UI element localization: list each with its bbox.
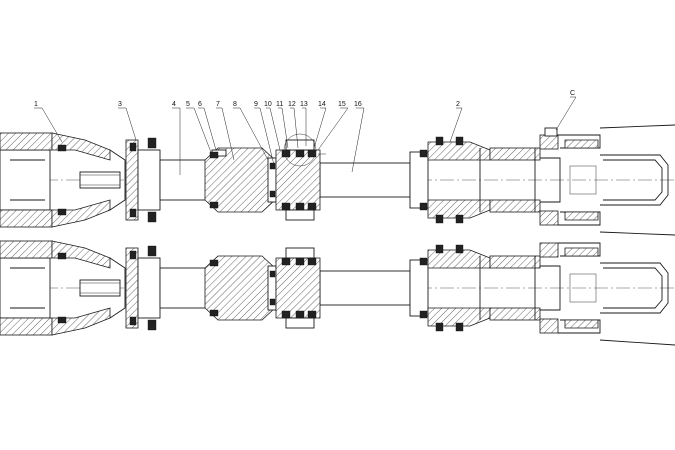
- callout-6: 6: [198, 101, 202, 108]
- callout-2: 2: [456, 101, 460, 108]
- sleeve-assembly-lower: [409, 244, 541, 332]
- detail-circle: [283, 133, 317, 167]
- right-roll-end-upper: [539, 124, 675, 236]
- coupling-block-upper: [275, 133, 326, 221]
- lower-shaft-assembly: [0, 240, 675, 346]
- callout-1: 1: [34, 101, 38, 108]
- sleeve-assembly-upper: [409, 136, 541, 224]
- right-roll-end-lower: [539, 242, 675, 346]
- callout-labels: 1 3 4 5 6 7 8 9 10 11 12 13 14 15 16 2 C: [34, 90, 575, 108]
- bearing-housing-upper: [204, 147, 277, 213]
- callout-11: 11: [276, 101, 283, 108]
- callout-5: 5: [186, 101, 190, 108]
- main-shaft-upper: [159, 157, 561, 203]
- callout-10: 10: [264, 101, 272, 108]
- upper-shaft-assembly: [0, 124, 675, 236]
- callout-3: 3: [118, 101, 122, 108]
- flange-coupling-lower: [125, 245, 161, 331]
- callout-c: C: [570, 90, 575, 97]
- callout-15: 15: [338, 101, 346, 108]
- flange-coupling-upper: [125, 137, 161, 223]
- left-universal-joint-upper: [0, 132, 126, 228]
- coupling-block-lower: [275, 247, 321, 329]
- callout-13: 13: [300, 101, 308, 108]
- callout-8: 8: [233, 101, 237, 108]
- callout-9: 9: [254, 101, 258, 108]
- callout-leaders: [34, 96, 577, 175]
- callout-16: 16: [354, 101, 362, 108]
- left-universal-joint-lower: [0, 240, 126, 336]
- main-shaft-lower: [159, 265, 561, 311]
- callout-12: 12: [288, 101, 296, 108]
- callout-4: 4: [172, 101, 176, 108]
- callout-7: 7: [216, 101, 220, 108]
- bearing-housing-lower: [204, 255, 277, 321]
- callout-14: 14: [318, 101, 326, 108]
